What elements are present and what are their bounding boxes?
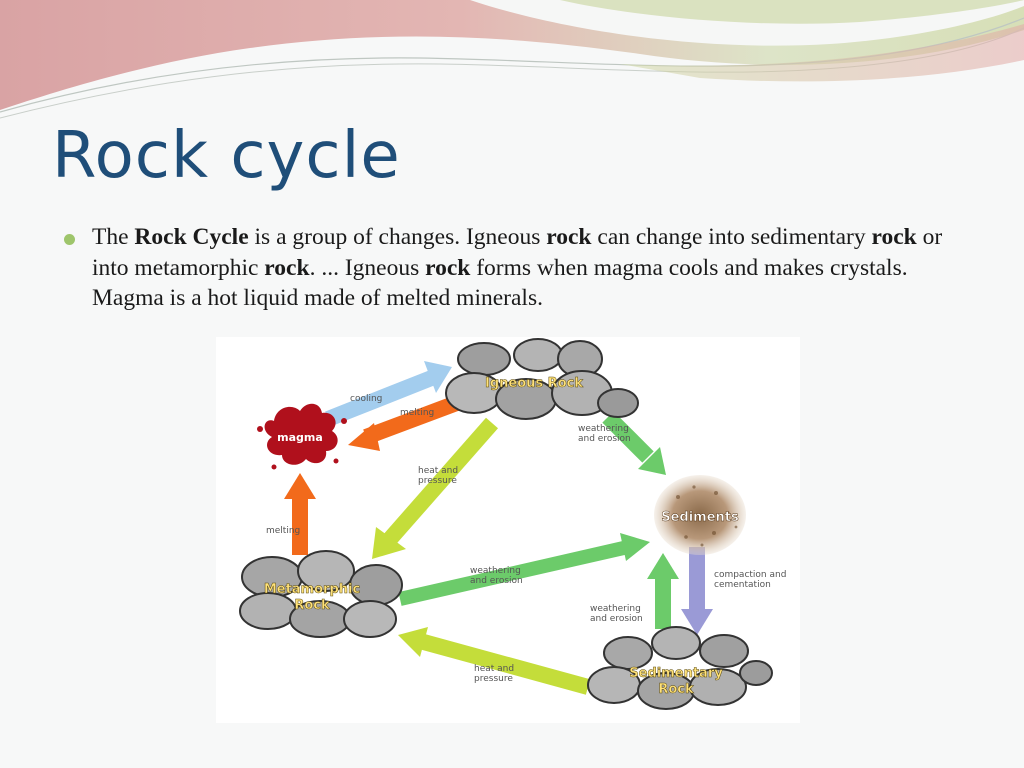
decorative-wave-banner (0, 0, 1024, 119)
igneous-rock-node: Igneous Rock (445, 338, 639, 420)
text-segment: is a group of changes. Igneous (248, 224, 547, 250)
sedimentary-rock-node: Sedimentary Rock (587, 626, 773, 710)
sediments-label: Sediments (661, 510, 739, 525)
sedimentary-rock-label-line1: Sedimentary (629, 666, 723, 681)
weathering-label-top-line2: and erosion (578, 434, 631, 444)
metamorphic-rock-label-line2: Rock (294, 598, 330, 613)
igneous-rock-label: Igneous Rock (485, 376, 583, 391)
metamorphic-rock-label-line1: Metamorphic (264, 582, 360, 597)
metamorphic-rock-node: Metamorphic Rock (239, 550, 403, 638)
sediments-node: Sediments (654, 475, 746, 555)
bold-term: rock (871, 224, 917, 250)
cooling-arrow (325, 361, 452, 427)
slide-title: Rock cycle (52, 119, 401, 193)
melting-arrow-top (348, 393, 465, 451)
heat-pressure-arrow-bottom (398, 627, 591, 695)
weathering-arrow-low (647, 553, 679, 629)
heat-pressure-arrow-mid (372, 417, 499, 559)
compaction-label-line1: compaction and (714, 570, 786, 580)
bullet-text: The Rock Cycle is a group of changes. Ig… (92, 222, 944, 314)
melting-label-left: melting (266, 526, 300, 536)
heat-pressure-label-mid-line1: heat and (418, 466, 458, 476)
melting-arrow-left (284, 473, 316, 555)
magma-node: magma (257, 403, 347, 470)
text-segment: forms when magma cools and makes crystal… (92, 254, 908, 312)
magma-label: magma (277, 431, 323, 444)
heat-pressure-label-bottom-line1: heat and (474, 664, 514, 674)
sedimentary-rock-label-line2: Rock (658, 682, 694, 697)
heat-pressure-label-bottom-line2: pressure (474, 674, 513, 684)
melting-label-top: melting (400, 408, 434, 418)
bold-term: rock (546, 224, 592, 250)
weathering-arrow-top (602, 411, 666, 475)
compaction-arrow (681, 547, 713, 635)
circle-bullet-icon (64, 234, 75, 245)
heat-pressure-label-mid-line2: pressure (418, 476, 457, 486)
cooling-label: cooling (350, 394, 382, 404)
weathering-label-top-line1: weathering (578, 424, 629, 434)
text-segment: . ... Igneous (309, 254, 426, 281)
weathering-label-low-line1: weathering (590, 604, 641, 614)
weathering-label-mid-line2: and erosion (470, 576, 523, 586)
compaction-label-line2: cementation (714, 580, 771, 590)
bullet-paragraph: The Rock Cycle is a group of changes. Ig… (64, 222, 944, 314)
text-segment: The (92, 224, 135, 250)
bold-term: rock (425, 254, 471, 281)
bold-term: rock (264, 254, 310, 281)
weathering-arrow-mid (398, 533, 650, 606)
weathering-label-mid-line1: weathering (470, 566, 521, 576)
text-segment: or into metamorphic (92, 224, 943, 281)
text-segment: can change into sedimentary (591, 224, 872, 250)
bold-term: Rock Cycle (134, 224, 249, 250)
weathering-label-low-line2: and erosion (590, 614, 643, 624)
rock-cycle-diagram: magma Igneous Rock Sediments (216, 337, 800, 723)
